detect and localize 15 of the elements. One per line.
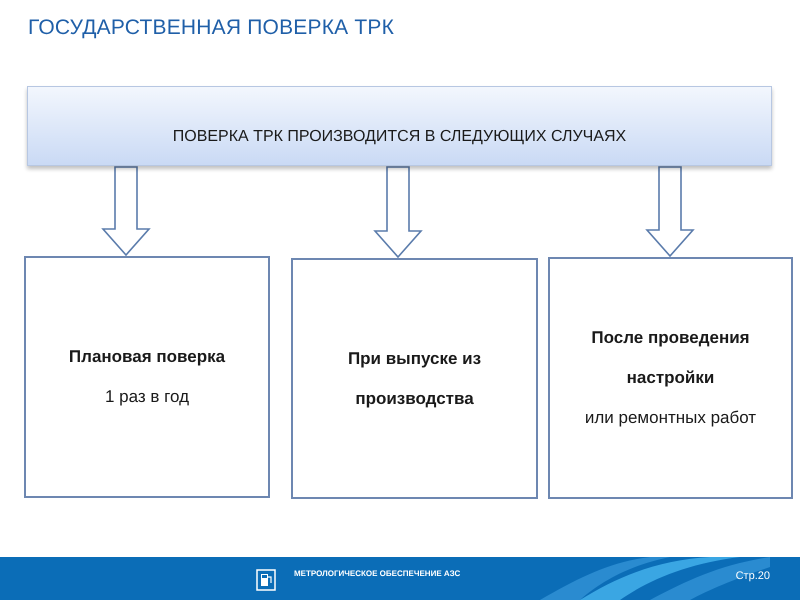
block-arrow bbox=[645, 166, 695, 258]
footer-text: МЕТРОЛОГИЧЕСКОЕ ОБЕСПЕЧЕНИЕ АЗС bbox=[294, 569, 460, 578]
case-heading: При выпуске из производства bbox=[346, 348, 482, 410]
case-note: или ремонтных работ bbox=[584, 407, 756, 429]
case-heading: Плановая поверка bbox=[68, 346, 226, 368]
banner-text: ПОВЕРКА ТРК ПРОИЗВОДИТСЯ В СЛЕДУЮЩИХ СЛУЧАЯХ bbox=[172, 127, 626, 147]
page-number: Стр.20 bbox=[736, 570, 770, 582]
case-box bbox=[548, 257, 793, 499]
case-box bbox=[291, 258, 538, 499]
header-banner bbox=[27, 86, 772, 166]
case-note: 1 раз в год bbox=[105, 386, 189, 408]
block-arrow bbox=[101, 166, 151, 256]
slide-title: ГОСУДАРСТВЕННАЯ ПОВЕРКА ТРК bbox=[28, 16, 394, 40]
case-box bbox=[24, 256, 270, 498]
block-arrow bbox=[373, 166, 423, 258]
